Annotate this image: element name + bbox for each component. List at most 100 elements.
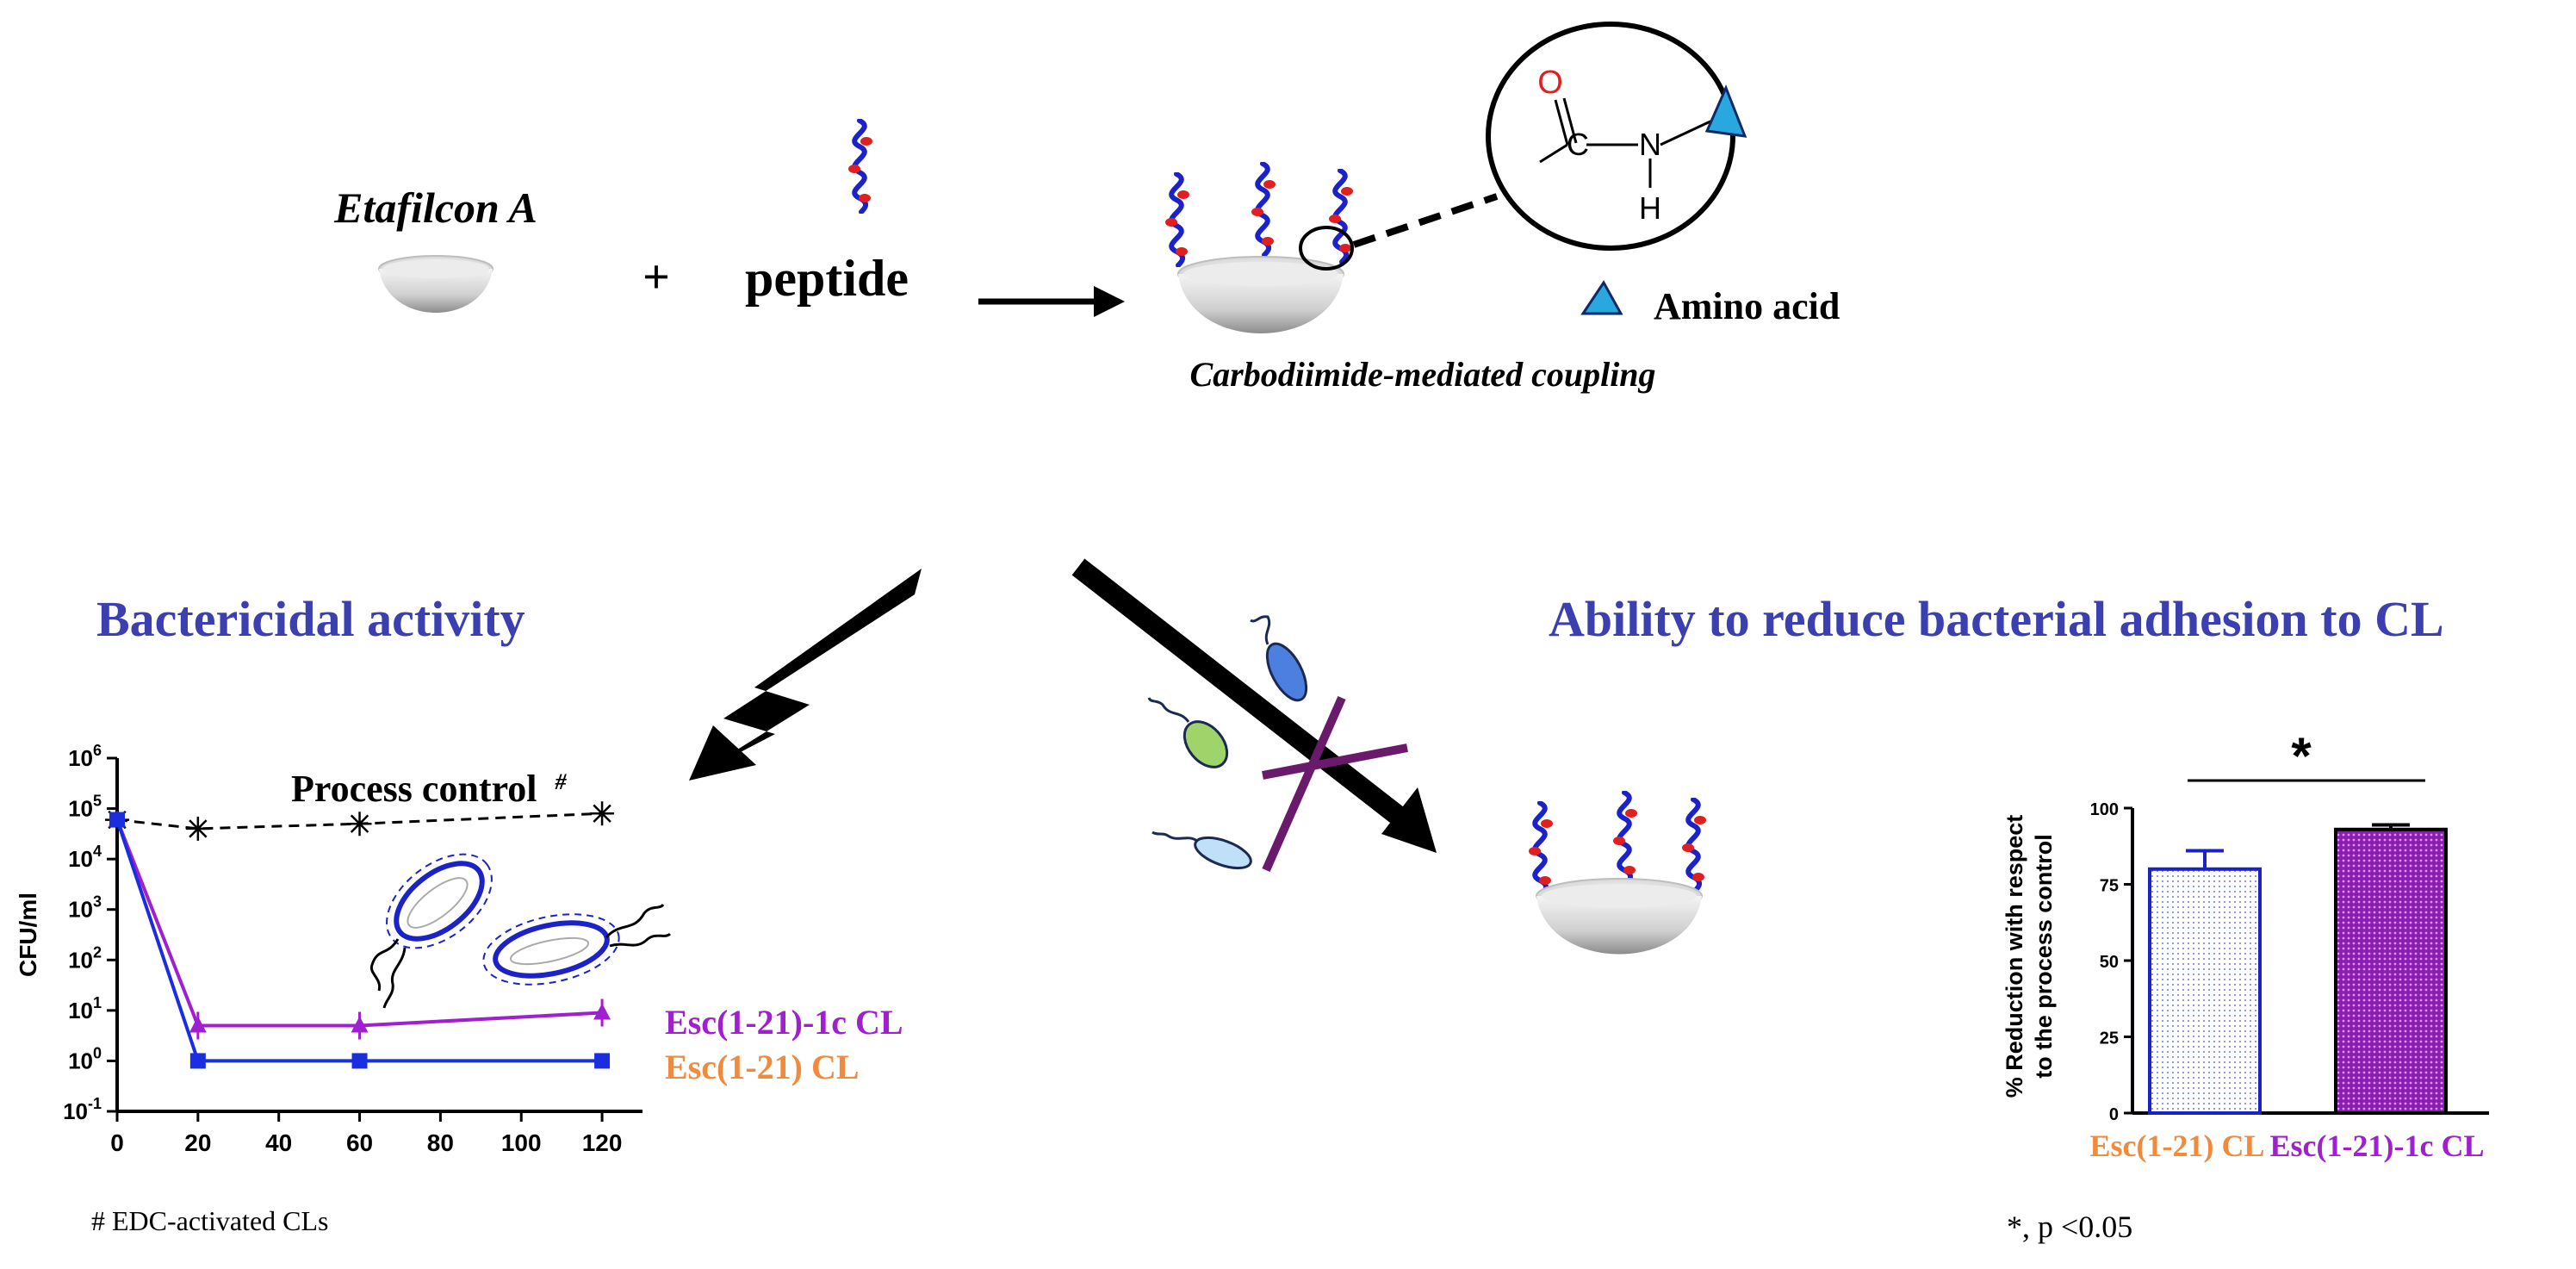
zoom-circle-small [1299, 226, 1354, 271]
right-heading: Ability to reduce bacterial adhesion to … [1549, 591, 2444, 647]
data-point-triangle [189, 1016, 207, 1033]
lightning-arrow [696, 569, 922, 775]
data-point-triangle [351, 1016, 369, 1033]
bars [2148, 823, 2448, 1116]
contact-lens-icon [1177, 256, 1344, 333]
cross-mark-icon [1262, 695, 1408, 873]
contact-lens-icon [1536, 878, 1703, 955]
data-point-square [109, 812, 125, 828]
coupled-helix-icon-2 [1251, 164, 1276, 255]
y-axis-label: CFU/ml [15, 893, 41, 977]
x-tick-label: 100 [501, 1129, 542, 1156]
chem-hydrogen: H [1639, 190, 1661, 226]
legend-esc: Esc(1-21) CL [665, 1048, 860, 1086]
x-tick-label: 0 [110, 1129, 124, 1156]
bar-y-ticks: 0 25 50 75 100 [2090, 800, 2132, 1124]
zoom-dash-line [1352, 193, 1499, 248]
bar [2334, 827, 2448, 1116]
bar-category-label: Esc(1-21) CL [2090, 1129, 2265, 1163]
peptide-label: peptide [745, 250, 909, 307]
bar-y-label-line1: % Reduction with respect [2002, 815, 2027, 1098]
amino-acid-label: Amino acid [1654, 285, 1840, 327]
data-point-asterisk [590, 801, 615, 826]
process-control-mark: # [555, 769, 568, 794]
coated-helix-icon-3 [1682, 799, 1706, 891]
data-point-asterisk [185, 816, 210, 841]
data-point-asterisk [347, 812, 372, 837]
chem-nitrogen: N [1639, 127, 1661, 162]
material-label: Etafilcon A [333, 184, 537, 232]
bacterium-ring-icon [369, 853, 493, 1009]
bacterium-icon-lightblue [1151, 830, 1252, 870]
y-tick-label: 100 [68, 1044, 102, 1073]
bar-y-tick-label: 50 [2100, 953, 2119, 972]
process-control-label: Process control [291, 768, 537, 810]
coated-helix-icon-1 [1529, 803, 1553, 894]
bar-y-tick-label: 100 [2090, 800, 2119, 819]
bar-category-label: Esc(1-21)-1c CL [2270, 1129, 2485, 1163]
zoom-circle-large [1486, 22, 1735, 251]
x-tick-label: 80 [427, 1129, 454, 1156]
left-heading: Bactericidal activity [96, 591, 525, 647]
series-lines [105, 801, 615, 1069]
coated-lens-group [1529, 793, 1706, 955]
data-point-square [189, 1053, 206, 1069]
bacterium-ring-icon-2 [482, 903, 672, 986]
x-tick-label: 20 [184, 1129, 211, 1156]
bar-y-label-line2: to the process control [2031, 834, 2057, 1079]
y-tick-label: 106 [68, 742, 102, 771]
chem-oxygen: O [1537, 65, 1563, 101]
bar-y-tick-label: 75 [2100, 877, 2119, 896]
y-tick-label: 10-1 [63, 1095, 102, 1124]
bacteria-group [1147, 615, 1408, 873]
amino-acid-legend-triangle-icon [1580, 280, 1623, 315]
y-ticks: 10-1 100 101 102 103 104 105 106 [63, 742, 117, 1124]
reaction-arrow [978, 286, 1125, 317]
bacterium-icon-blue [1250, 615, 1308, 702]
peptide-helix-icon [848, 121, 872, 212]
coupled-helix-icon-1 [1165, 174, 1189, 265]
series-line [115, 818, 603, 1063]
bar-chart: * % Reduction with respect to the proces… [2002, 727, 2489, 1163]
series-line [116, 812, 603, 830]
bar-y-tick-label: 0 [2109, 1105, 2119, 1124]
y-tick-label: 104 [68, 843, 102, 872]
lightning-arrowhead [689, 725, 756, 781]
coupled-lens-group: Carbodiimide-mediated coupling [1165, 164, 1656, 394]
x-tick-label: 120 [582, 1129, 623, 1156]
bacterium-icon-green [1147, 697, 1229, 768]
bar-y-tick-label: 25 [2100, 1030, 2119, 1048]
data-point-triangle [593, 1003, 611, 1020]
process-control-annotation: Process control # [291, 768, 568, 810]
significance-star: * [2291, 727, 2312, 785]
series-line [115, 818, 603, 1028]
amino-acid-triangle-icon [1704, 84, 1747, 138]
amide-bond-zoom: O C N H [1486, 22, 1747, 251]
y-tick-label: 102 [68, 943, 102, 973]
adhesion-arrow [1071, 558, 1437, 853]
plus-sign: + [642, 251, 670, 304]
amino-acid-legend: Amino acid [1580, 280, 1840, 327]
coupled-helix-icon-3 [1329, 171, 1353, 262]
legend-esc-1c: Esc(1-21)-1c CL [665, 1003, 903, 1042]
x-tick-label: 40 [265, 1129, 292, 1156]
coupling-label: Carbodiimide-mediated coupling [1189, 355, 1655, 394]
chem-carbon: C [1567, 127, 1589, 162]
data-point-square [351, 1053, 368, 1069]
left-footnote: # EDC-activated CLs [91, 1205, 328, 1236]
coated-helix-icon-2 [1613, 793, 1637, 884]
y-tick-label: 101 [68, 994, 102, 1023]
etafilcon-lens-group: Etafilcon A [333, 184, 537, 313]
y-tick-label: 105 [68, 793, 102, 822]
contact-lens-icon [378, 255, 493, 313]
data-point-square [594, 1053, 611, 1069]
y-tick-label: 103 [68, 893, 102, 923]
x-ticks: 0 20 40 60 80 100 120 [110, 1111, 622, 1156]
x-tick-label: 60 [346, 1129, 373, 1156]
peptide-group: peptide [745, 121, 909, 307]
bar [2148, 867, 2262, 1115]
line-chart: CFU/ml 10-1 100 101 102 103 104 105 106 0 20 40 60… [15, 742, 903, 1156]
pvalue-note: *, p <0.05 [2007, 1210, 2132, 1244]
